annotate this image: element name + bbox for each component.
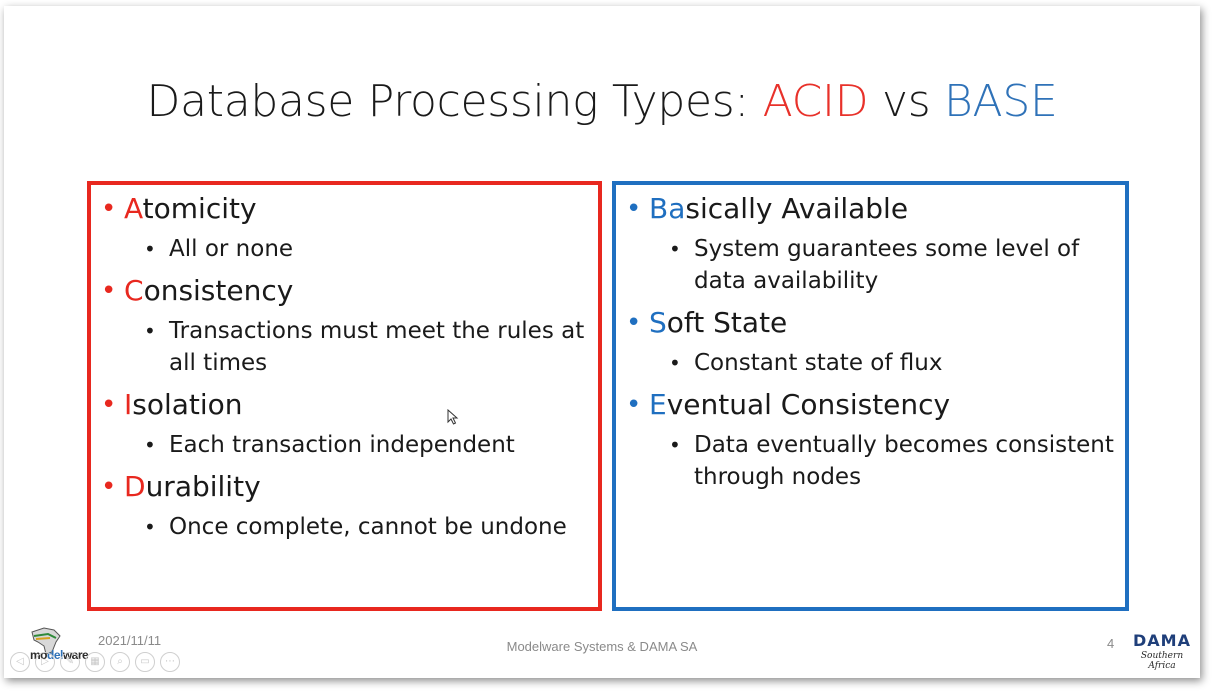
- bullet-icon: •: [669, 351, 681, 375]
- slides-icon[interactable]: ▦: [85, 652, 105, 672]
- bullet-icon: •: [626, 194, 642, 224]
- acid-list: •Atomicity •All or none •Consistency •Tr…: [99, 191, 592, 551]
- slide: Database Processing Types: ACID vs BASE …: [4, 6, 1200, 678]
- base-list: •Basically Available •System guarantees …: [624, 191, 1119, 501]
- bullet-icon: •: [101, 276, 117, 306]
- bullet-icon: •: [626, 308, 642, 338]
- next-icon[interactable]: ▷: [35, 652, 55, 672]
- mouse-cursor-icon: [447, 409, 459, 425]
- bullet-icon: •: [144, 319, 156, 343]
- acid-box: •Atomicity •All or none •Consistency •Tr…: [87, 181, 602, 611]
- acid-item-isolation: •Isolation •Each transaction independent: [99, 387, 592, 461]
- pen-icon[interactable]: ✎: [60, 652, 80, 672]
- base-item-basically-available: •Basically Available •System guarantees …: [626, 192, 1080, 294]
- footer-center-text: Modelware Systems & DAMA SA: [506, 639, 698, 654]
- footer-date: 2021/11/11: [98, 633, 162, 648]
- presentation-nav: ◁▷✎▦⌕▭⋯: [10, 652, 185, 674]
- more-icon[interactable]: ⋯: [160, 652, 180, 672]
- title-acid: ACID: [762, 76, 869, 127]
- acid-item-durability: •Durability •Once complete, cannot be un…: [99, 469, 592, 543]
- bullet-icon: •: [101, 390, 117, 420]
- subtitles-icon[interactable]: ▭: [135, 652, 155, 672]
- bullet-icon: •: [144, 237, 156, 261]
- prev-icon[interactable]: ◁: [10, 652, 30, 672]
- bullet-icon: •: [144, 433, 156, 457]
- base-item-eventual-consistency: •Eventual Consistency •Data eventually b…: [626, 388, 1114, 490]
- base-box: •Basically Available •System guarantees …: [612, 181, 1129, 611]
- dama-logo: DAMA Southern Africa: [1133, 631, 1191, 671]
- page-number: 4: [1107, 636, 1115, 651]
- title-base: BASE: [944, 76, 1058, 127]
- bullet-icon: •: [669, 433, 681, 457]
- base-item-soft-state: •Soft State •Constant state of flux: [624, 305, 1119, 379]
- acid-item-consistency: •Consistency •Transactions must meet the…: [101, 274, 585, 376]
- slide-title: Database Processing Types: ACID vs BASE: [146, 76, 1058, 127]
- africa-map-icon: [31, 627, 61, 655]
- acid-item-atomicity: •Atomicity •All or none: [99, 191, 592, 265]
- bullet-icon: •: [669, 237, 681, 261]
- bullet-icon: •: [101, 472, 117, 502]
- bullet-icon: •: [144, 515, 156, 539]
- bullet-icon: •: [101, 194, 117, 224]
- bullet-icon: •: [626, 390, 642, 420]
- zoom-icon[interactable]: ⌕: [110, 652, 130, 672]
